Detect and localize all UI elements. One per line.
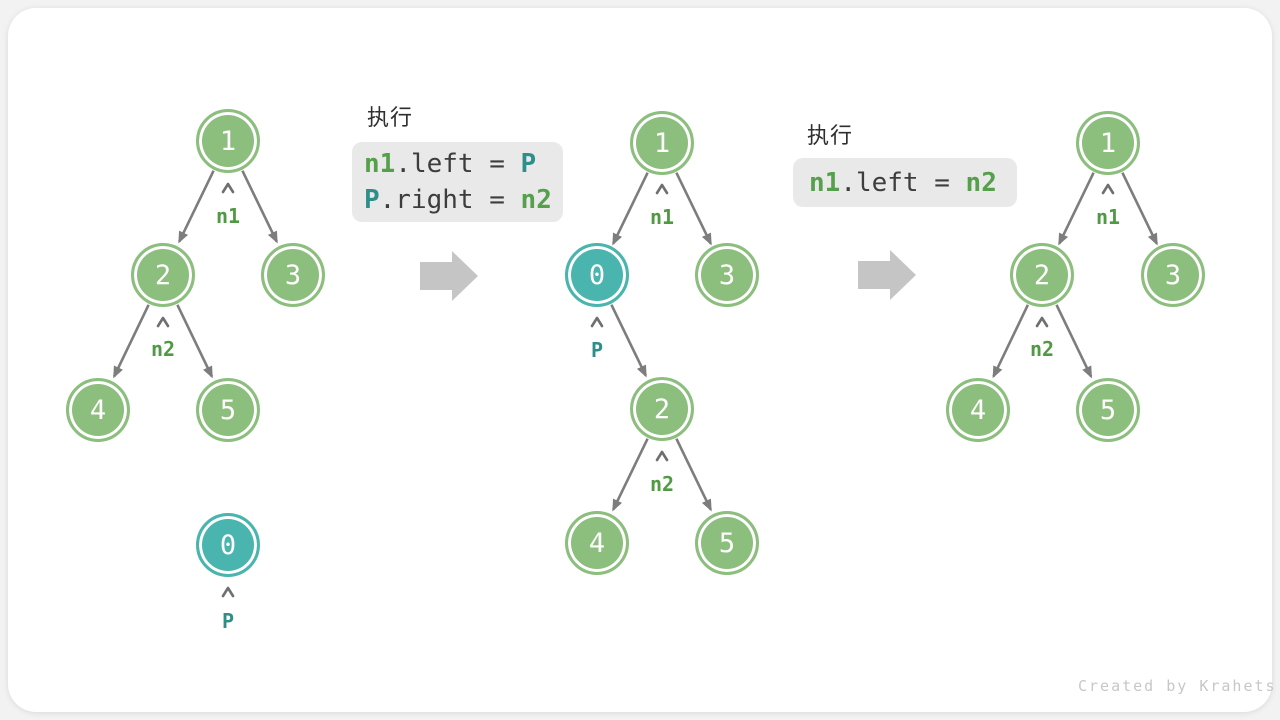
node-value: 3 — [284, 259, 302, 291]
code-token: n1 — [364, 149, 396, 179]
node-2: 2 — [630, 377, 694, 441]
node-value: 4 — [969, 394, 987, 426]
code-token: P — [520, 149, 537, 179]
node-4: 4 — [66, 378, 130, 442]
up-arrow-icon — [655, 183, 669, 195]
pointer-label-n1: n1 — [649, 205, 675, 229]
up-arrow-icon — [590, 316, 604, 328]
node-2: 2 — [1010, 243, 1074, 307]
step-title: 执行 — [807, 124, 854, 149]
tree-during-edges — [590, 172, 712, 512]
code-line: n1.left = P — [364, 146, 551, 182]
node-1: 1 — [196, 109, 260, 173]
code-line: P.right = n2 — [364, 182, 552, 218]
pointer-label-p: P — [590, 338, 604, 362]
transition-arrow-icon — [420, 251, 478, 301]
code-token: .left = — [395, 149, 521, 179]
node-2: 2 — [131, 243, 195, 307]
code-token: n2 — [520, 185, 552, 215]
node-1: 1 — [630, 111, 694, 175]
pointer-label-n1: n1 — [1095, 205, 1121, 229]
watermark: Created by Krahets — [1078, 677, 1277, 695]
node-3: 3 — [695, 243, 759, 307]
node-value: 4 — [89, 394, 107, 426]
code-token: P — [364, 185, 380, 215]
pointer-label-n2: n2 — [649, 472, 675, 496]
node-5: 5 — [695, 511, 759, 575]
code-token: n1 — [809, 167, 841, 198]
code-snippet-1: n1.left = P P.right = n2 — [352, 142, 563, 222]
node-1: 1 — [1076, 111, 1140, 175]
node-value: 2 — [1033, 259, 1051, 291]
node-value: 5 — [219, 394, 237, 426]
code-token: .left = — [840, 167, 966, 198]
node-value: 1 — [219, 125, 237, 157]
node-0: 0 — [196, 513, 260, 577]
node-value: 1 — [653, 127, 671, 159]
node-value: 1 — [1099, 127, 1117, 159]
pointer-label-p: P — [221, 609, 235, 633]
code-token: n2 — [965, 167, 997, 198]
node-value: 5 — [1099, 394, 1117, 426]
tree-after-edges — [992, 172, 1158, 379]
node-3: 3 — [261, 243, 325, 307]
pointer-label-n2: n2 — [1029, 337, 1055, 361]
node-4: 4 — [946, 378, 1010, 442]
up-arrow-icon — [1101, 183, 1115, 195]
node-value: 4 — [588, 527, 606, 559]
pointer-label-n2: n2 — [150, 337, 176, 361]
node-value: 3 — [1164, 259, 1182, 291]
node-value: 0 — [588, 259, 606, 291]
up-arrow-icon — [221, 182, 235, 194]
transition-arrow-icon — [858, 250, 916, 300]
code-snippet-2: n1.left = n2 — [793, 158, 1017, 207]
up-arrow-icon — [156, 316, 170, 328]
node-value: 2 — [154, 259, 172, 291]
tree-before-edges — [112, 170, 278, 598]
up-arrow-icon — [221, 586, 235, 598]
node-5: 5 — [1076, 378, 1140, 442]
node-5: 5 — [196, 378, 260, 442]
code-line: n1.left = n2 — [809, 165, 1001, 201]
pointer-label-n1: n1 — [215, 204, 241, 228]
node-3: 3 — [1141, 243, 1205, 307]
code-token: .right = — [379, 185, 521, 215]
node-value: 3 — [718, 259, 736, 291]
node-4: 4 — [565, 511, 629, 575]
node-value: 2 — [653, 393, 671, 425]
node-value: 5 — [718, 527, 736, 559]
node-0: 0 — [565, 243, 629, 307]
up-arrow-icon — [1035, 316, 1049, 328]
node-value: 0 — [219, 529, 237, 561]
up-arrow-icon — [655, 450, 669, 462]
step-title: 执行 — [367, 106, 414, 131]
